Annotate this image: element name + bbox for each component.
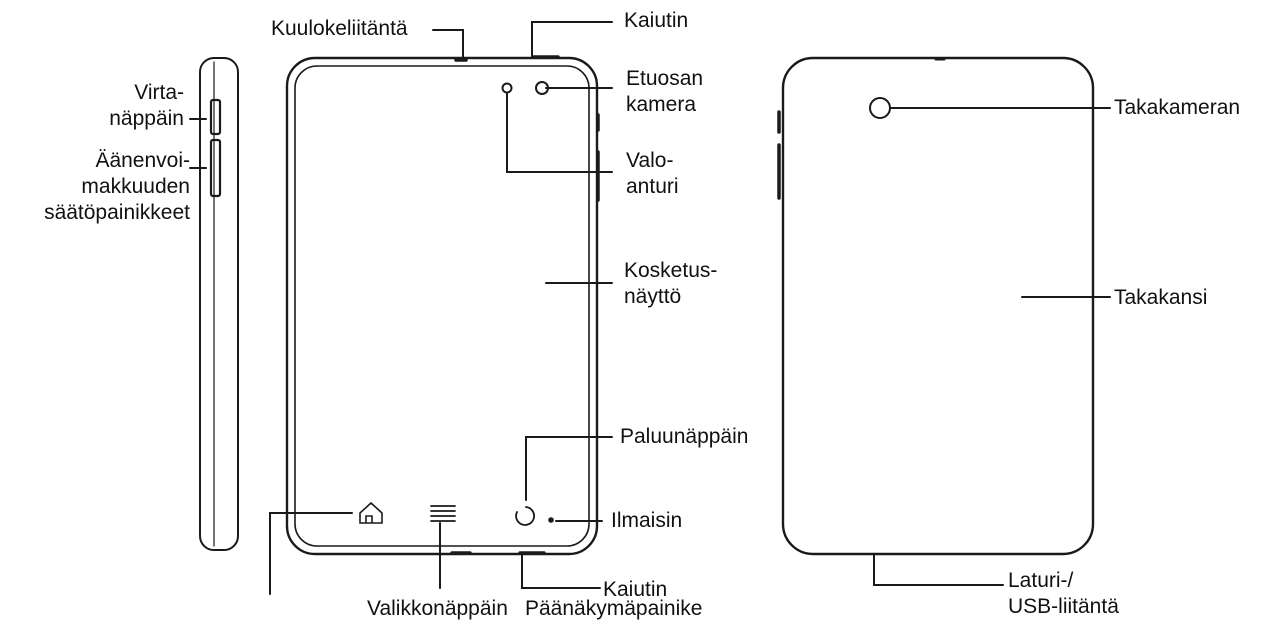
label-valoanturi: Valo-anturi (626, 149, 679, 198)
label-takakansi: Takakansi (1114, 286, 1208, 309)
light-sensor (501, 82, 513, 94)
leader-kaiutin-bottom (521, 552, 601, 589)
front-body-inner (294, 65, 590, 547)
menu-button-icon (430, 505, 456, 522)
label-takakameran: Takakameran (1114, 96, 1241, 119)
leader-valoanturi (506, 92, 613, 173)
leader-laturi-usb (873, 553, 1004, 586)
label-kuulokeliitanta: Kuulokeliitäntä (271, 17, 408, 40)
back-view (777, 56, 1095, 556)
side-view (199, 57, 239, 551)
side-volume-buttons (209, 138, 222, 198)
indicator-led (548, 517, 554, 523)
front-view (285, 55, 600, 556)
leader-kuulokeliitanta (432, 29, 464, 59)
leader-kaiutin-top (531, 21, 613, 59)
label-ilmaisin: Ilmaisin (611, 509, 683, 532)
side-power-button (209, 98, 222, 136)
rear-camera (869, 97, 891, 119)
label-laturi-usb: Laturi-/USB-liitäntä (1008, 569, 1119, 618)
leader-lines (189, 21, 1111, 595)
side-body (199, 57, 239, 551)
label-virtanappain: Virta-näppäin (109, 81, 184, 130)
label-valikkonappain: Valikkonäppäin (367, 597, 508, 620)
back-body (781, 56, 1095, 556)
home-button-icon (359, 501, 383, 524)
front-body-outer (285, 56, 599, 556)
label-paanakymapainike: Päänäkymäpainike (525, 597, 703, 620)
back-button-icon (515, 506, 535, 526)
label-paluunappain: Paluunäppäin (620, 425, 749, 448)
leader-paanakymapainike (269, 512, 353, 595)
label-kosketusnaytto: Kosketus-näyttö (624, 259, 718, 308)
label-kaiutin-top: Kaiutin (624, 9, 689, 32)
label-kaiutin-bottom: Kaiutin (603, 578, 668, 601)
leader-paluunappain (525, 436, 613, 501)
